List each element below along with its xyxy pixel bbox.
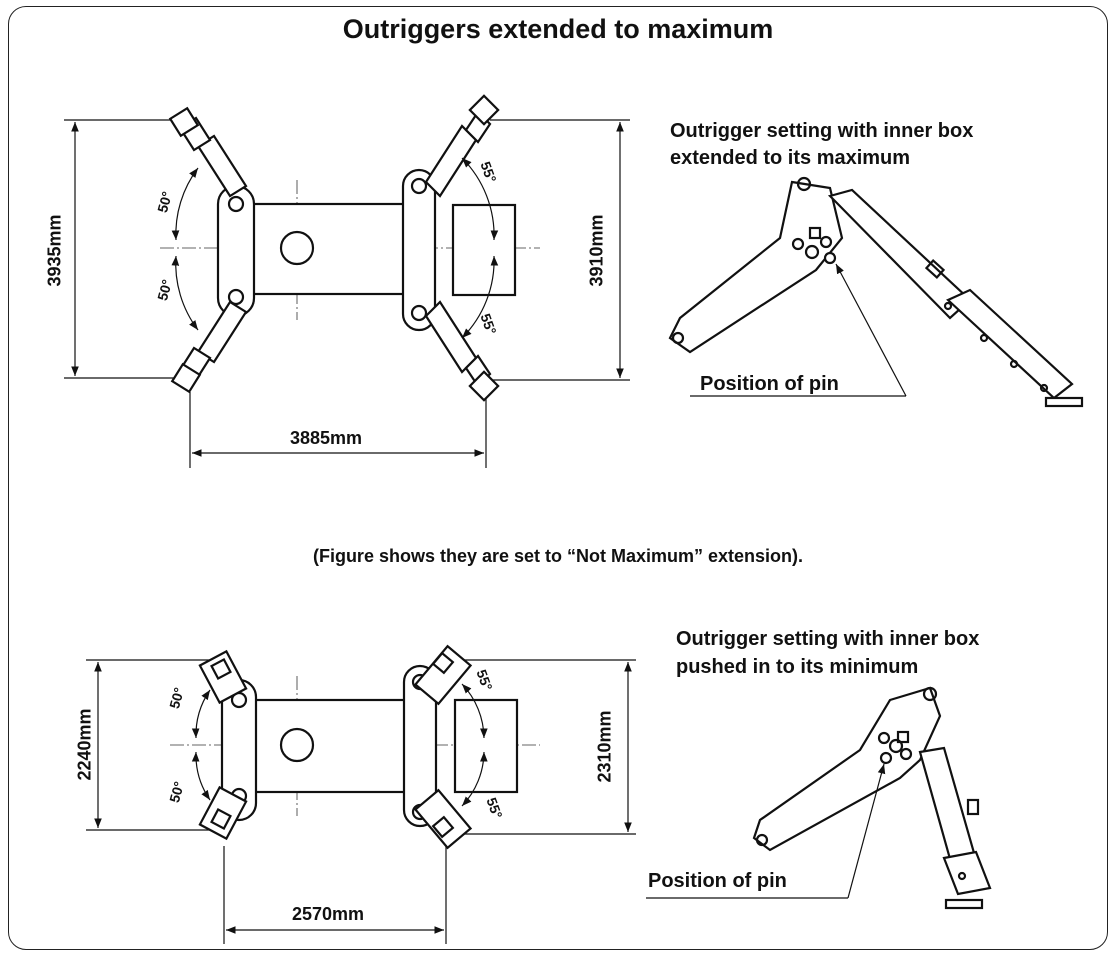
top-dim-left: 3935mm: [44, 214, 65, 287]
top-dim-right: 3910mm: [586, 214, 607, 287]
bottom-pin-detail-view: [646, 686, 992, 910]
top-pin-label: Position of pin: [700, 373, 839, 395]
bottom-dim-right: 2310mm: [594, 710, 615, 783]
bottom-plan-view: [86, 644, 636, 944]
figure-subtitle: (Figure shows they are set to “Not Maxim…: [312, 546, 804, 566]
bottom-caption-line2: pushed in to its minimum: [676, 656, 919, 678]
figure-frame: [8, 6, 1108, 950]
top-caption-line1: Outrigger setting with inner box: [670, 120, 974, 142]
bottom-caption-line1: Outrigger setting with inner box: [676, 628, 980, 650]
bottom-pin-label: Position of pin: [648, 870, 787, 892]
top-plan-view: [64, 94, 630, 468]
top-dim-bottom: 3885mm: [290, 428, 363, 448]
top-caption-line2: extended to its maximum: [670, 147, 911, 169]
bottom-dim-bottom: 2570mm: [292, 904, 365, 924]
figure-title: Outriggers extended to maximum: [342, 14, 774, 44]
bottom-dim-left: 2240mm: [74, 708, 95, 781]
top-pin-detail-view: [668, 176, 1084, 408]
